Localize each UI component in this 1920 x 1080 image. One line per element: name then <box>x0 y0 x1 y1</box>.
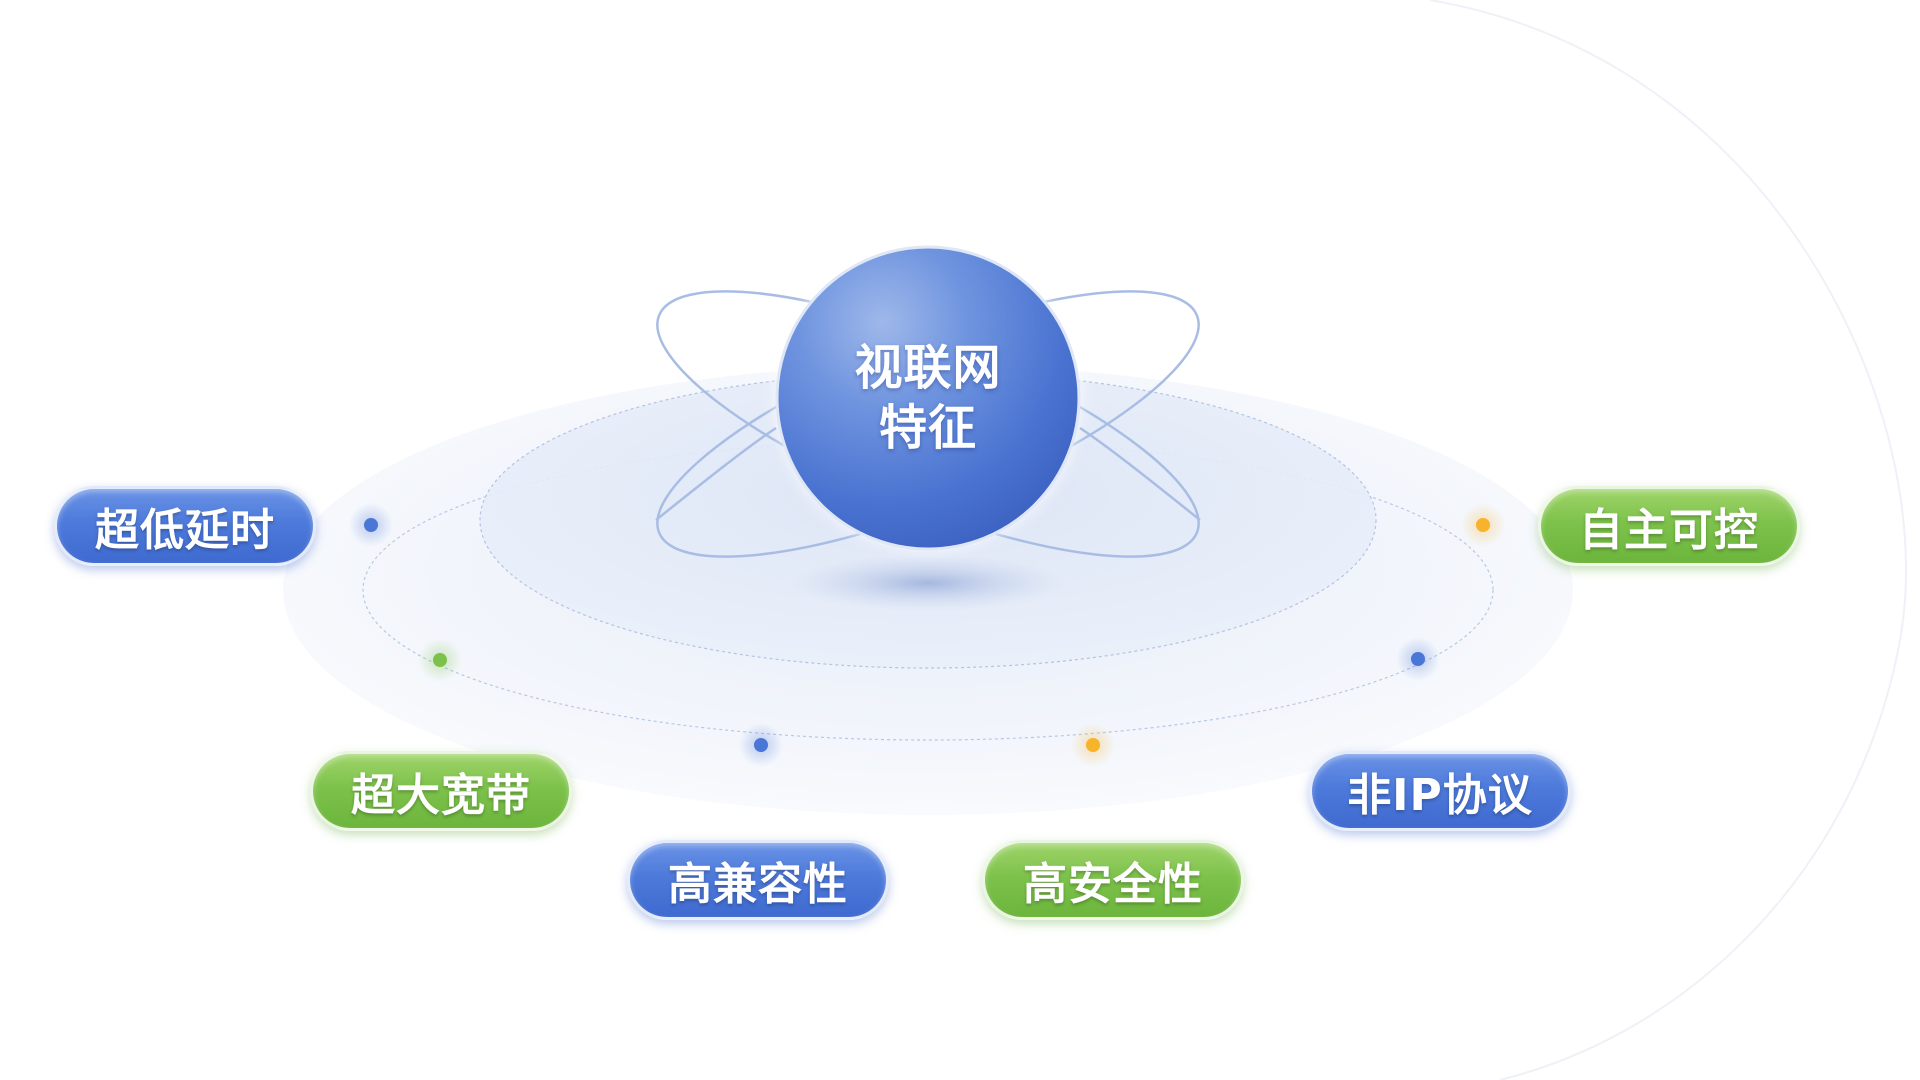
feature-ultra-low-latency: 超低延时 <box>54 486 316 566</box>
feature-high-security: 高安全性 <box>982 840 1244 920</box>
feature-autonomous-control: 自主可控 <box>1538 486 1800 566</box>
dot-ultra-low-latency <box>364 518 378 532</box>
atom-orbits-front <box>655 426 1201 521</box>
background-arc <box>1429 0 1907 1080</box>
sphere-shadow <box>788 555 1068 611</box>
dot-autonomous-control <box>1476 518 1490 532</box>
dot-non-ip-protocol <box>1411 652 1425 666</box>
feature-non-ip-protocol: 非IP协议 <box>1309 751 1571 831</box>
center-title-line2: 特征 <box>878 400 977 456</box>
center-title: 视联网 特征 <box>776 246 1080 550</box>
feature-ultra-broadband: 超大宽带 <box>310 751 572 831</box>
dot-ultra-broadband <box>433 653 447 667</box>
feature-high-compatibility: 高兼容性 <box>627 840 889 920</box>
orbit-dots <box>349 503 1505 767</box>
center-sphere <box>775 245 1081 551</box>
middle-orbit-ring <box>362 439 1494 741</box>
center-title-line1: 视联网 <box>854 340 1002 396</box>
dot-high-security <box>1086 738 1100 752</box>
dot-high-compatibility <box>754 738 768 752</box>
